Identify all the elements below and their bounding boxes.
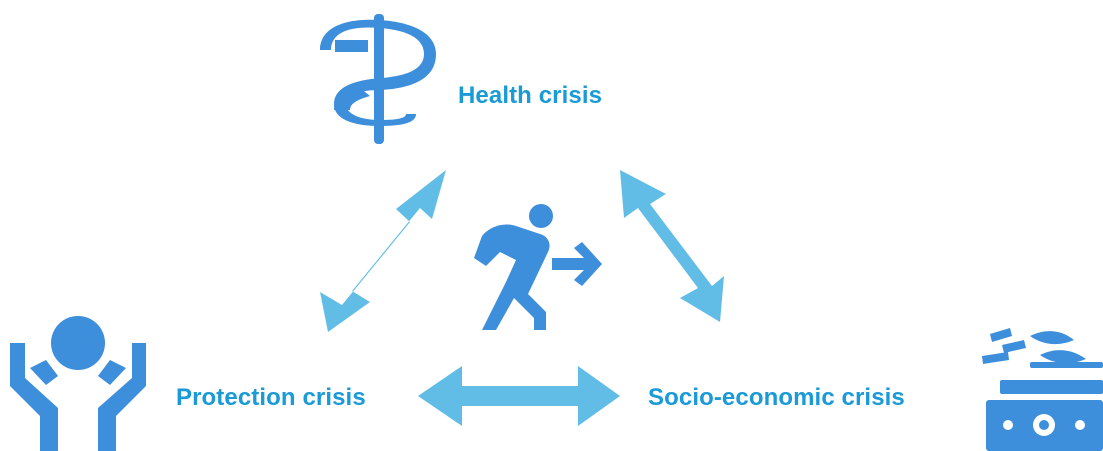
caduceus-icon xyxy=(320,14,436,144)
person-walking-away-icon xyxy=(474,204,602,330)
socio-economic-crisis-label: Socio-economic crisis xyxy=(648,384,905,411)
coin-center-mark xyxy=(1039,420,1049,430)
double-arrow-protection-socio xyxy=(418,366,620,426)
raised-hands-person-icon xyxy=(10,316,146,451)
health-crisis-label: Health crisis xyxy=(458,82,603,109)
double-arrow-health-socio xyxy=(620,170,724,322)
double-arrow-health-protection xyxy=(320,170,446,332)
protection-crisis-label: Protection crisis xyxy=(176,384,366,411)
